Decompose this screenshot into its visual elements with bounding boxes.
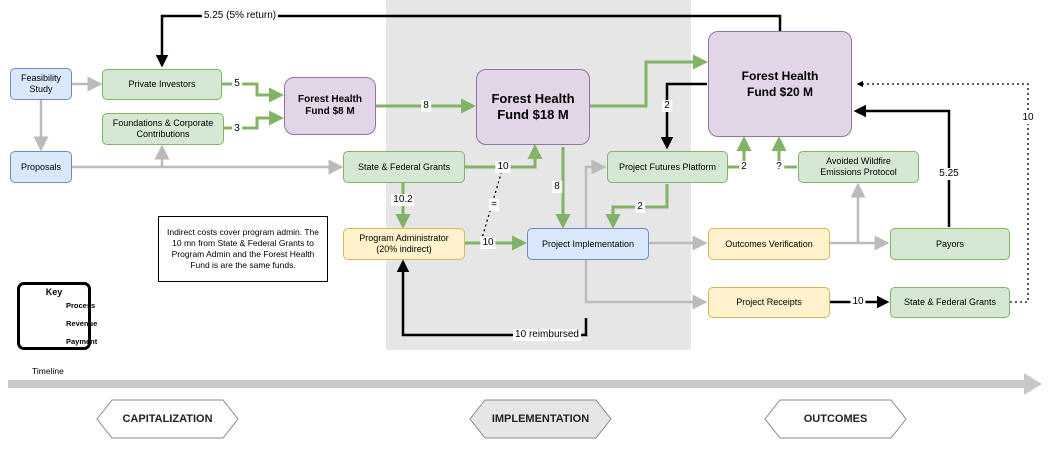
edge-impl-to-receipts [584,260,708,310]
key-item-process: Process [66,301,96,310]
label-equals: = [489,199,499,211]
process-edges [33,76,890,310]
edge-grants-to-fund18 [465,144,543,169]
project-futures-platform-node[interactable]: Project Futures Platform [607,151,728,183]
label-fund20-to-futures: 2 [662,100,672,112]
label-reimbursed: 10 reimbursed [513,329,581,341]
dotted-edges [481,80,1029,303]
fund-18m-node[interactable]: Forest Health Fund $18 M [476,69,590,145]
private-investors-node[interactable]: Private Investors [102,69,222,100]
label-grants-to-fund18: 10 [495,161,511,173]
label-futures-to-impl: 2 [635,201,645,213]
edge-reimbursed-to-admin [396,259,588,337]
edge-fund18-to-fund20 [590,54,708,108]
label-grants2-to-fund20: 10 [1020,112,1036,124]
label-grants-to-admin: 10.2 [391,194,415,206]
label-fund8-to-fund18: 8 [421,100,431,112]
state-federal-grants-2-node[interactable]: State & Federal Grants [890,287,1010,318]
label-avoided-to-fund20: ? [774,161,784,173]
edge-payors-to-fund20 [853,104,951,227]
edge-impl-to-futures [584,159,607,229]
phase-capitalization: CAPITALIZATION [122,413,213,425]
edge-fund20-to-futures [660,82,707,150]
outcomes-verification-node[interactable]: Outcomes Verification [708,228,830,260]
edge-private-to-fund8 [195,82,284,103]
program-administrator-node[interactable]: Program Administrator (20% indirect) [343,228,465,260]
key-item-payment: Payment [66,337,98,346]
key-item-revenue: Revenue [66,319,98,328]
timeline-label: Timeline [32,366,64,376]
timeline-arrow [8,373,1042,395]
phase-implementation: IMPLEMENTATION [491,413,590,425]
payors-node[interactable]: Payors [890,228,1010,260]
state-federal-grants-node[interactable]: State & Federal Grants [343,151,465,183]
fund-20m-node[interactable]: Forest Health Fund $20 M [708,31,852,137]
avoided-wildfire-node[interactable]: Avoided Wildfire Emissions Protocol [798,151,919,183]
edge-grants2-to-fund20 [856,80,1029,303]
key-legend: Key Process Revenue Payment [17,282,97,350]
fund-8m-node[interactable]: Forest Health Fund $8 M [284,77,376,135]
feasibility-study-node[interactable]: Feasibility Study [10,68,72,100]
edge-equals-link [481,166,504,239]
proposals-node[interactable]: Proposals [10,151,72,183]
label-fund18-to-impl: 8 [552,181,562,193]
outcomes-hexagon [764,399,907,439]
project-implementation-node[interactable]: Project Implementation [527,228,649,260]
indirect-costs-note: Indirect costs cover program admin. The … [158,216,328,282]
label-foundations-to-fund8: 3 [232,123,242,135]
label-private-to-fund8: 5 [232,78,242,90]
foundations-node[interactable]: Foundations & Corporate Contributions [102,113,224,145]
label-receipts-to-grants: 10 [850,296,866,308]
edge-return-to-private [155,14,782,68]
payment-edges [155,14,951,337]
label-return: 5.25 (5% return) [201,10,279,22]
label-payors-to-fund20: 5.25 [937,168,961,180]
key-title: Key [45,287,63,297]
project-receipts-node[interactable]: Project Receipts [708,287,830,318]
capitalization-hexagon [96,399,239,439]
phase-outcomes: OUTCOMES [803,413,868,425]
implementation-hexagon [469,399,612,439]
label-futures-to-fund20: 2 [739,161,749,173]
label-admin-to-impl: 10 [480,237,496,249]
